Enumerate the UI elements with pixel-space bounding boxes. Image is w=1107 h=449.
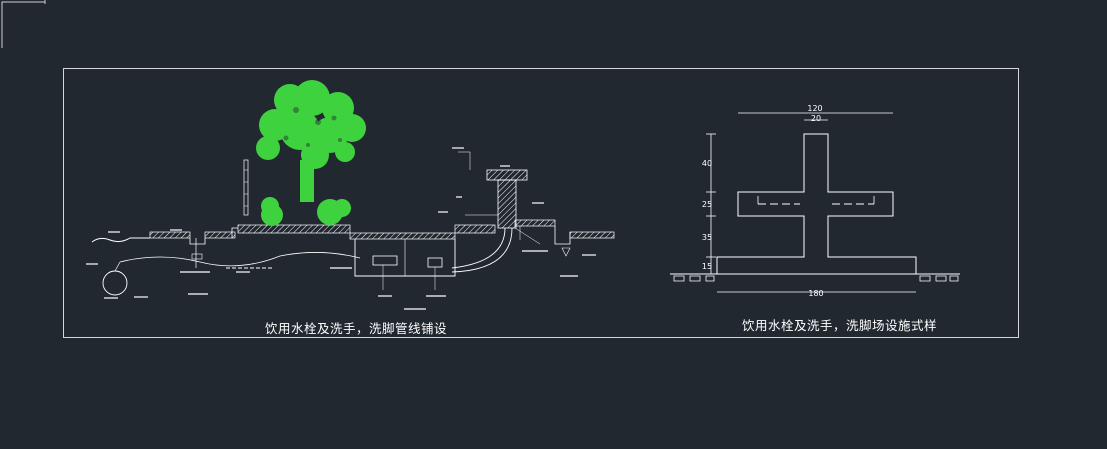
tree-icon — [256, 80, 366, 226]
dim-h4: 15 — [702, 262, 712, 271]
ucs-icon — [1, 0, 46, 48]
dim-h2: 25 — [702, 200, 712, 209]
drawing-frame — [63, 68, 1019, 338]
ground-line — [91, 237, 150, 243]
dim-base-width: 180 — [808, 289, 823, 298]
dim-stem-width: 20 — [811, 114, 821, 123]
dim-top-width: 120 — [807, 104, 822, 113]
dim-h1: 40 — [702, 159, 712, 168]
left-drawing-caption: 饮用水栓及洗手，洗脚管线铺设 — [265, 321, 448, 336]
right-drawing-caption: 饮用水栓及洗手，洗脚场设施式样 — [742, 318, 938, 333]
dim-h3: 35 — [702, 233, 712, 242]
